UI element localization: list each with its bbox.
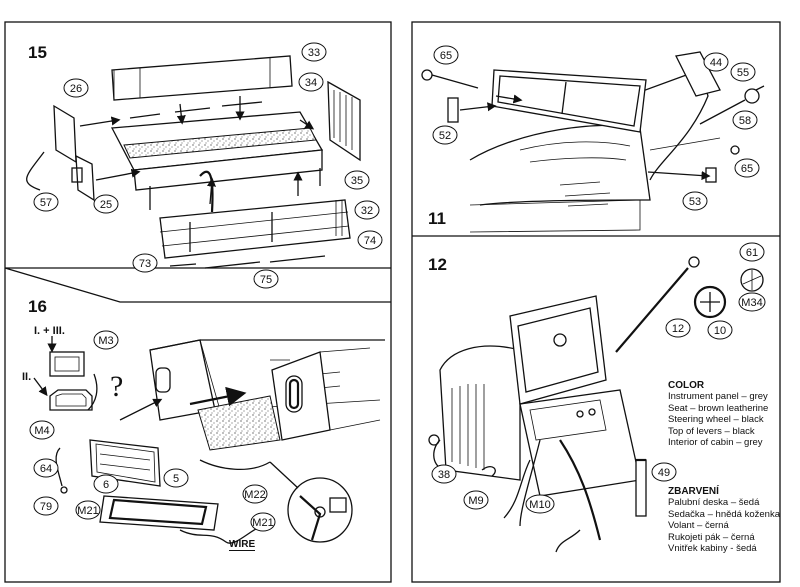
zbarveni-note-line: Volant – černá <box>668 520 729 532</box>
svg-text:12: 12 <box>672 323 684 335</box>
svg-text:5: 5 <box>173 473 179 485</box>
callout-49: 49 <box>651 462 677 482</box>
color-note: COLOR Instrument panel – grey Seat – bro… <box>668 380 798 448</box>
step16-drawing: ? <box>33 336 385 544</box>
callout-5: 5 <box>163 468 189 488</box>
color-note-line: Interior of cabin – grey <box>668 437 763 449</box>
callout-m9: M9 <box>463 490 489 510</box>
svg-text:M10: M10 <box>529 499 550 511</box>
callout-12: 12 <box>665 318 691 338</box>
callout-m4: M4 <box>29 420 55 440</box>
callout-75: 75 <box>253 269 279 289</box>
step12-drawing <box>428 256 764 553</box>
svg-text:65: 65 <box>440 50 452 62</box>
callout-65-top: 65 <box>433 45 459 65</box>
callout-m10: M10 <box>525 494 555 514</box>
svg-text:61: 61 <box>746 247 758 259</box>
callout-74: 74 <box>357 230 383 250</box>
variant-label-1-3: I. + III. <box>34 325 65 337</box>
step-number-12: 12 <box>428 255 447 274</box>
color-note-line: Steering wheel – black <box>668 414 764 426</box>
svg-text:M21: M21 <box>77 505 98 517</box>
zbarveni-note-line: Vnitřek kabiny - šedá <box>668 543 757 555</box>
svg-text:73: 73 <box>139 258 151 270</box>
callout-73: 73 <box>132 253 158 273</box>
callout-10: 10 <box>707 320 733 340</box>
step-number-11: 11 <box>428 209 446 228</box>
svg-text:33: 33 <box>308 47 320 59</box>
svg-text:M21: M21 <box>252 517 273 529</box>
svg-text:49: 49 <box>658 467 670 479</box>
callout-m3: M3 <box>93 330 119 350</box>
svg-text:38: 38 <box>438 469 450 481</box>
svg-text:26: 26 <box>70 83 82 95</box>
zbarveni-note-line: Palubní deska – šedá <box>668 497 760 509</box>
color-note-line: Top of levers – black <box>668 425 755 437</box>
color-note-heading: COLOR <box>668 380 705 391</box>
callout-34: 34 <box>298 72 324 92</box>
wire-label: WIRE <box>229 539 256 551</box>
step11-drawing <box>421 51 765 233</box>
svg-text:55: 55 <box>737 67 749 79</box>
svg-text:35: 35 <box>351 175 363 187</box>
color-note-line: Instrument panel – grey <box>668 391 768 403</box>
callout-6: 6 <box>93 474 119 494</box>
callout-m21-left: M21 <box>75 500 101 520</box>
panel-frame-right <box>411 21 781 583</box>
svg-text:44: 44 <box>710 57 722 69</box>
svg-text:75: 75 <box>260 274 272 286</box>
svg-text:64: 64 <box>40 463 52 475</box>
callout-64: 64 <box>33 458 59 478</box>
svg-text:M4: M4 <box>34 425 49 437</box>
svg-text:57: 57 <box>40 197 52 209</box>
callout-65-bottom: 65 <box>734 158 760 178</box>
svg-text:6: 6 <box>103 479 109 491</box>
panel-frame-left <box>4 21 392 583</box>
callout-57: 57 <box>33 192 59 212</box>
question-mark-glyph: ? <box>110 370 123 403</box>
callout-m34: M34 <box>738 292 766 312</box>
svg-text:25: 25 <box>100 199 112 211</box>
callout-79: 79 <box>33 496 59 516</box>
step-number-16: 16 <box>28 297 47 316</box>
callout-55: 55 <box>730 62 756 82</box>
variant-label-2: II. <box>22 371 31 383</box>
svg-text:M34: M34 <box>741 297 762 309</box>
svg-text:58: 58 <box>739 115 751 127</box>
svg-text:53: 53 <box>689 196 701 208</box>
svg-text:34: 34 <box>305 77 317 89</box>
zbarveni-note-heading: ZBARVENÍ <box>668 486 719 497</box>
step-number-15: 15 <box>28 43 47 62</box>
callout-33: 33 <box>301 42 327 62</box>
callout-m22: M22 <box>242 484 268 504</box>
svg-text:52: 52 <box>439 130 451 142</box>
callout-58: 58 <box>732 110 758 130</box>
callout-52: 52 <box>432 125 458 145</box>
callout-53: 53 <box>682 191 708 211</box>
callout-35: 35 <box>344 170 370 190</box>
callout-32: 32 <box>354 200 380 220</box>
svg-text:M22: M22 <box>244 489 265 501</box>
callout-26: 26 <box>63 78 89 98</box>
svg-text:M3: M3 <box>98 335 113 347</box>
callout-m21-right: M21 <box>250 512 276 532</box>
callout-38: 38 <box>431 464 457 484</box>
callout-44: 44 <box>703 52 729 72</box>
zbarveni-note: ZBARVENÍ Palubní deska – šedá Sedačka – … <box>668 486 798 554</box>
color-note-line: Seat – brown leatherine <box>668 402 769 414</box>
zbarveni-note-line: Rukojeti pák – černá <box>668 531 755 543</box>
svg-text:74: 74 <box>364 235 376 247</box>
callout-25: 25 <box>93 194 119 214</box>
step15-drawing <box>26 55 361 269</box>
svg-text:79: 79 <box>40 501 52 513</box>
svg-text:M9: M9 <box>468 495 483 507</box>
zbarveni-note-line: Sedačka – hnědá koženka <box>668 508 780 520</box>
svg-text:32: 32 <box>361 205 373 217</box>
svg-text:65: 65 <box>741 163 753 175</box>
callout-61: 61 <box>739 242 765 262</box>
svg-text:10: 10 <box>714 325 726 337</box>
